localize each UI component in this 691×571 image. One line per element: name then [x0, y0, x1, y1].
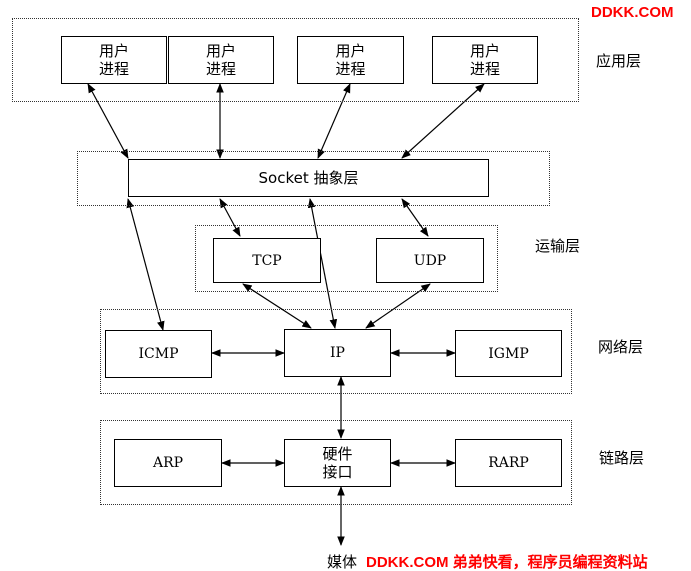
socket-label: Socket 抽象层: [258, 169, 359, 187]
icmp-label: ICMP: [138, 346, 179, 362]
network-layer-group: [100, 309, 572, 394]
ip-box: IP: [284, 329, 391, 377]
watermark-bottom: DDKK.COM 弟弟快看，程序员编程资料站: [366, 554, 648, 571]
user-process-1-line1: 用户: [98, 42, 129, 60]
application-layer-label: 应用层: [596, 52, 642, 70]
link-layer-label: 链路层: [599, 449, 645, 467]
user-process-2-line2: 进程: [205, 60, 236, 78]
hardware-interface-box: 硬件 接口: [284, 439, 391, 487]
hardware-interface-line2: 接口: [322, 463, 353, 481]
icmp-box: ICMP: [105, 330, 212, 378]
igmp-box: IGMP: [455, 330, 562, 377]
hardware-interface-line1: 硬件: [322, 445, 353, 463]
user-process-4: 用户 进程: [432, 36, 538, 84]
tcp-label: TCP: [252, 252, 282, 269]
watermark-top: DDKK.COM: [591, 4, 674, 21]
transport-layer-group: [195, 225, 498, 292]
arrow-proc4-socket: [401, 83, 485, 159]
medium-label: 媒体: [327, 553, 358, 571]
user-process-3-line2: 进程: [335, 60, 366, 78]
transport-layer-label: 运输层: [535, 237, 581, 255]
arrow-proc1-socket: [87, 83, 129, 159]
link-layer-group: [100, 420, 572, 505]
tcp-box: TCP: [213, 238, 321, 283]
application-layer-group: [12, 18, 579, 102]
user-process-3-line1: 用户: [335, 42, 366, 60]
socket-layer-group: [77, 151, 550, 206]
arp-box: ARP: [114, 439, 222, 487]
ip-label: IP: [330, 345, 345, 361]
user-process-1-line2: 进程: [98, 60, 129, 78]
arrow-socket-icmp: [126, 198, 165, 331]
igmp-label: IGMP: [488, 345, 529, 362]
arrow-socket-ip: [307, 198, 338, 329]
network-layer-label: 网络层: [598, 338, 644, 356]
rarp-label: RARP: [488, 455, 529, 471]
udp-box: UDP: [376, 238, 484, 283]
user-process-4-line1: 用户: [469, 42, 500, 60]
arrow-proc3-socket: [317, 83, 351, 159]
socket-abstraction-box: Socket 抽象层: [128, 159, 489, 197]
user-process-3: 用户 进程: [297, 36, 404, 84]
udp-label: UDP: [413, 252, 447, 269]
rarp-box: RARP: [455, 439, 562, 487]
user-process-1: 用户 进程: [61, 36, 167, 84]
user-process-4-line2: 进程: [469, 60, 500, 78]
user-process-2-line1: 用户: [205, 42, 236, 60]
arp-label: ARP: [152, 455, 184, 471]
user-process-2: 用户 进程: [168, 36, 274, 84]
